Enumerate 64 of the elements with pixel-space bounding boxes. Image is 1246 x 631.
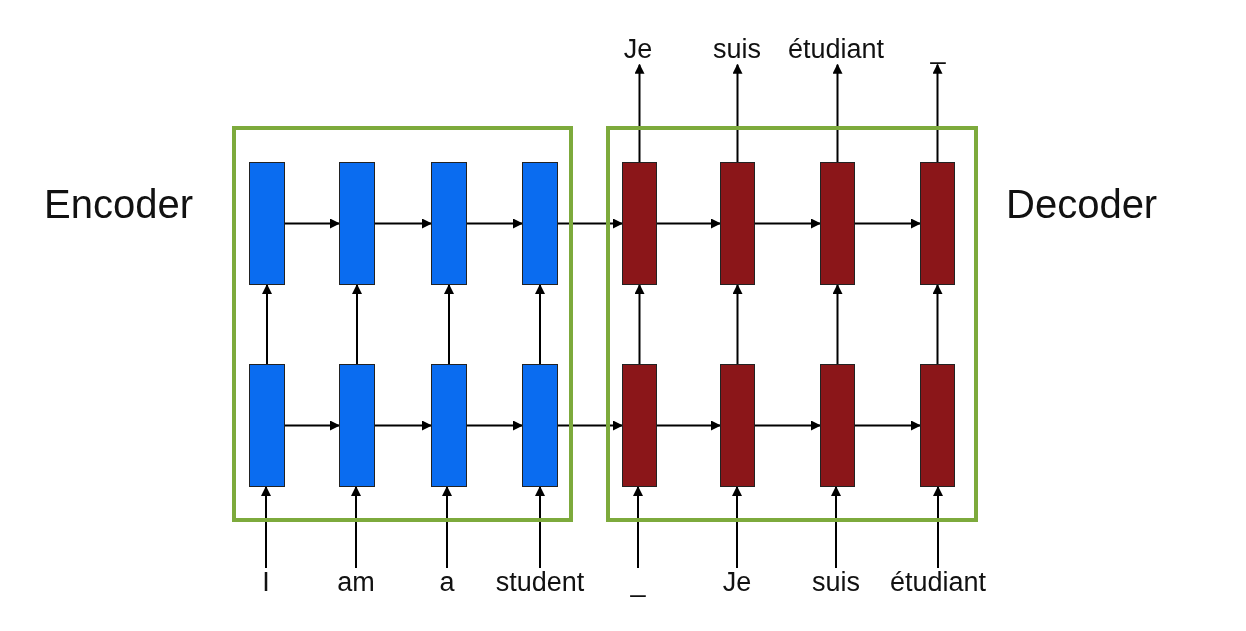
word-token: am [337, 568, 375, 598]
arrow [557, 218, 623, 229]
arrow [284, 420, 340, 431]
arrow [466, 420, 523, 431]
arrow [442, 486, 452, 569]
group-label: Decoder [1006, 182, 1158, 226]
word-token: Je [623, 35, 653, 65]
word-token: suis [713, 35, 761, 65]
arrow [284, 218, 340, 229]
arrow [557, 420, 623, 431]
arrow [634, 63, 645, 163]
rnn-cell [920, 364, 955, 487]
rnn-cell [339, 364, 375, 487]
rnn-cell [622, 162, 657, 285]
arrow [754, 420, 821, 431]
arrow [261, 486, 271, 569]
arrow [633, 486, 643, 569]
arrow [535, 486, 545, 569]
rnn-cell [820, 364, 855, 487]
rnn-cell [249, 364, 285, 487]
arrow [831, 486, 841, 569]
word-token: Je [722, 568, 752, 598]
rnn-cell [431, 162, 467, 285]
rnn-cell [720, 162, 755, 285]
arrow [262, 284, 272, 365]
rnn-cell [339, 162, 375, 285]
arrow [351, 486, 361, 569]
arrow [656, 218, 721, 229]
arrow [754, 218, 821, 229]
group-label: Encoder [44, 182, 193, 226]
arrow [854, 218, 921, 229]
arrow [832, 284, 843, 365]
rnn-cell [431, 364, 467, 487]
arrow [352, 284, 362, 365]
arrow [374, 420, 432, 431]
arrow [466, 218, 523, 229]
arrow [933, 486, 943, 569]
arrow [374, 218, 432, 229]
arrow [732, 284, 743, 365]
arrow [854, 420, 921, 431]
rnn-cell [522, 364, 558, 487]
arrow [535, 284, 545, 365]
word-token: student [495, 568, 585, 598]
word-token: suis [812, 568, 860, 598]
arrow [634, 284, 645, 365]
arrow [732, 63, 743, 163]
arrow [732, 486, 742, 569]
arrow [832, 63, 843, 163]
arrow [932, 63, 943, 163]
rnn-cell [522, 162, 558, 285]
arrow [656, 420, 721, 431]
word-token: étudiant [787, 35, 885, 65]
word-token: _ [930, 35, 946, 65]
rnn-cell [249, 162, 285, 285]
arrow [444, 284, 454, 365]
rnn-cell [820, 162, 855, 285]
word-token: _ [630, 568, 646, 598]
word-token: a [439, 568, 455, 598]
rnn-cell [920, 162, 955, 285]
word-token: étudiant [889, 568, 987, 598]
word-token: I [262, 568, 270, 598]
arrow [932, 284, 943, 365]
rnn-cell [720, 364, 755, 487]
rnn-cell [622, 364, 657, 487]
